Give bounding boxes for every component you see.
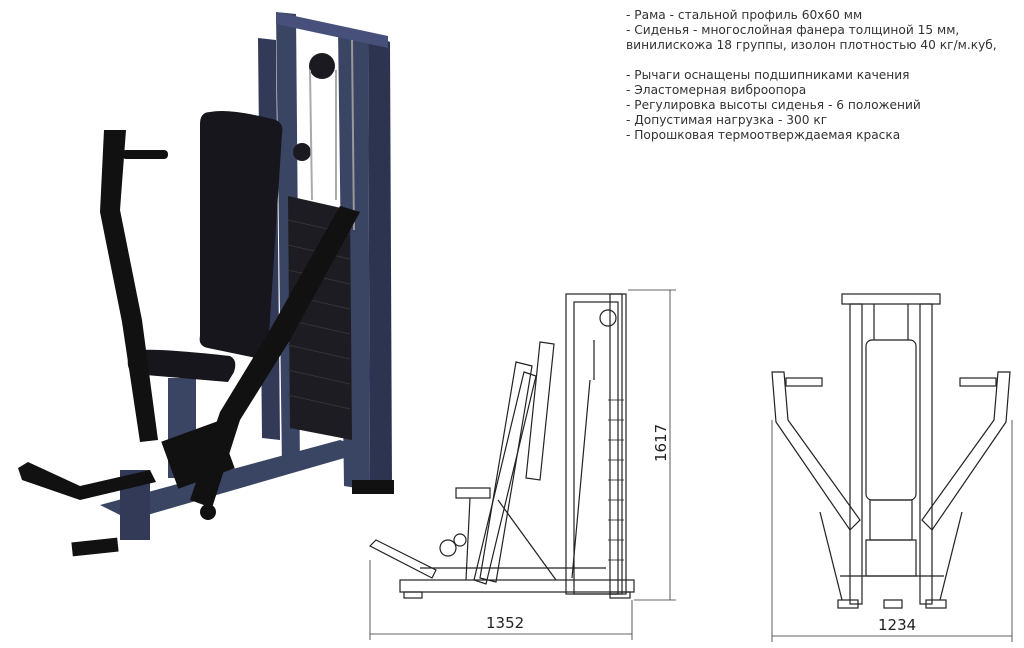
spec-seat-adjust: - Регулировка высоты сиденья - 6 положен… [626, 98, 921, 112]
height-dimension: 1617 [652, 424, 670, 462]
width-dimension: 1234 [878, 616, 916, 634]
specifications-list: - Рама - стальной профиль 60х60 мм - Сид… [626, 8, 997, 143]
spec-frame: - Рама - стальной профиль 60х60 мм [626, 8, 863, 22]
spec-max-load: - Допустимая нагрузка - 300 кг [626, 113, 828, 127]
machine-render [18, 12, 394, 557]
spec-paint: - Порошковая термоотверждаемая краска [626, 128, 901, 142]
side-view-dimensions [369, 289, 676, 640]
spec-seats-cont: винилискожа 18 группы, изолон плотностью… [626, 38, 997, 52]
spec-gap [626, 53, 997, 68]
spec-seats: - Сиденья - многослойная фанера толщиной… [626, 23, 960, 37]
depth-dimension: 1352 [486, 614, 524, 632]
spec-vibration: - Эластомерная виброопора [626, 83, 807, 97]
spec-bearings: - Рычаги оснащены подшипниками качения [626, 68, 910, 82]
front-view-dimensions [771, 420, 1013, 642]
side-view-drawing [368, 293, 635, 599]
front-view-drawing [771, 293, 1011, 609]
